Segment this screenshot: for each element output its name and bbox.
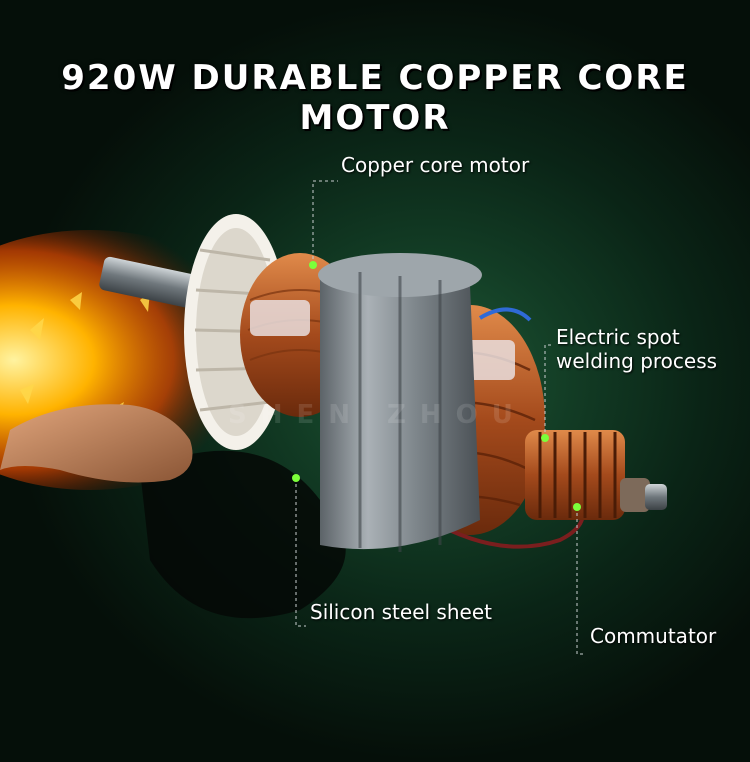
headline: 920W DURABLE COPPER CORE MOTOR <box>61 58 689 138</box>
label-silicon-steel: Silicon steel sheet <box>310 600 492 624</box>
hand <box>0 404 193 483</box>
stator-core <box>318 253 482 552</box>
callout-dots <box>292 261 581 511</box>
callout-lines <box>295 180 586 655</box>
lead-wire-blue <box>478 307 532 322</box>
watermark: SHEN ZHOU <box>228 400 527 430</box>
tool-shadow <box>140 450 346 619</box>
label-spot-welding-line2: welding process <box>556 349 718 373</box>
label-spot-welding: Electric spot welding process <box>556 325 746 373</box>
label-spot-welding-line1: Electric spot <box>556 325 680 349</box>
insulation-tape <box>250 300 310 336</box>
label-copper-core: Copper core motor <box>341 153 530 177</box>
label-commutator: Commutator <box>590 624 717 648</box>
commutator-part <box>525 430 667 520</box>
